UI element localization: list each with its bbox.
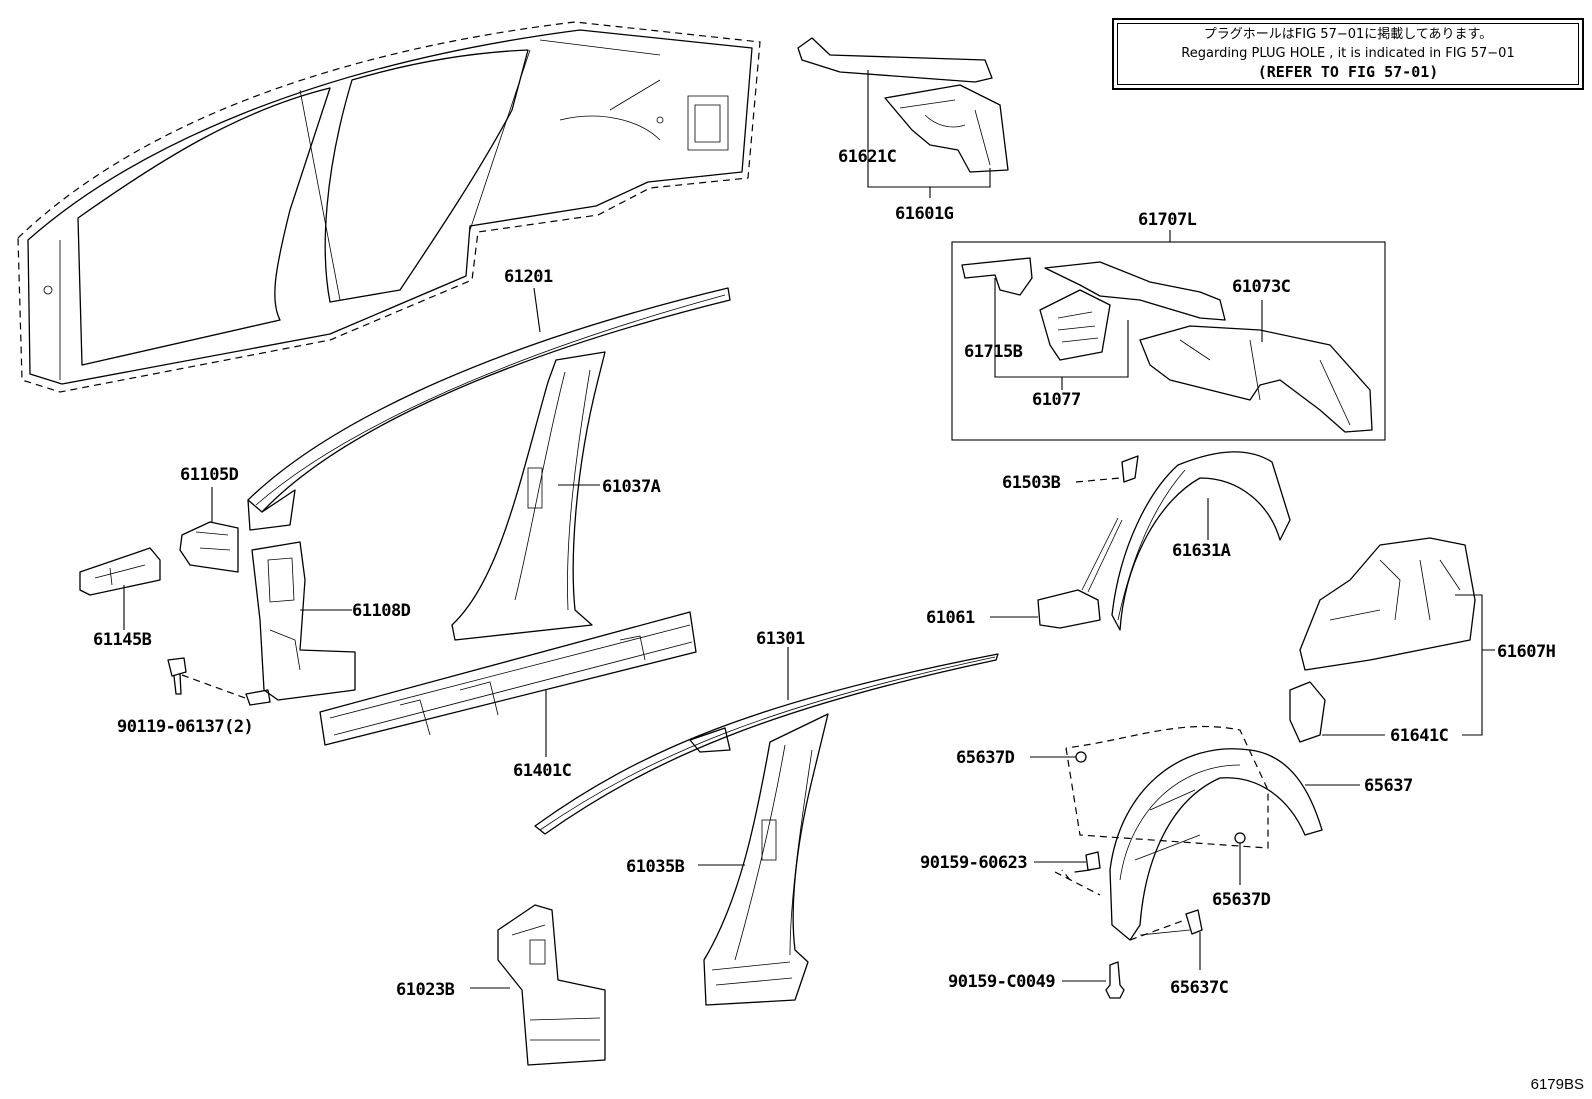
part-61631A-wheelhouse <box>1111 451 1291 631</box>
part-90159-60623-bolt <box>1034 851 1101 896</box>
part-61037A-pillar <box>451 351 606 641</box>
part-61035B-pillar <box>698 713 829 1006</box>
part-90159-C0049-bolt <box>1062 961 1125 999</box>
part-61503B <box>1075 455 1139 483</box>
part-90119-06137-bolt <box>167 657 271 706</box>
part-61023B <box>470 904 606 1066</box>
part-61601G-assembly <box>797 37 1009 198</box>
part-61301-roof-rail <box>534 647 999 835</box>
label-61631A: 61631A <box>1172 541 1231 561</box>
part-61108D <box>251 541 356 701</box>
note-line-refer: (REFER TO FIG 57-01) <box>1257 63 1439 81</box>
label-90159-60623: 90159-60623 <box>920 853 1027 873</box>
label-65637: 65637 <box>1364 776 1413 796</box>
label-61201: 61201 <box>504 267 553 287</box>
label-61077: 61077 <box>1032 390 1081 410</box>
part-61607H-assembly <box>1289 537 1495 743</box>
label-61145B: 61145B <box>93 630 152 650</box>
label-61301: 61301 <box>756 629 805 649</box>
label-61607H: 61607H <box>1497 642 1556 662</box>
part-61105D <box>179 487 239 573</box>
figure-id: 6179BS <box>1530 1076 1584 1093</box>
label-90159-C0049: 90159-C0049 <box>948 972 1055 992</box>
label-61401C: 61401C <box>513 761 571 781</box>
note-line-english: Regarding PLUG HOLE , it is indicated in… <box>1181 46 1515 61</box>
label-61707L: 61707L <box>1138 210 1197 230</box>
label-90119-06137: 90119-06137(2) <box>117 717 253 737</box>
part-61707L-box <box>951 230 1386 441</box>
label-61641C: 61641C <box>1390 726 1448 746</box>
label-61503B: 61503B <box>1002 473 1061 493</box>
part-61201-roof-side-rail <box>247 287 731 531</box>
label-61073C: 61073C <box>1232 277 1290 297</box>
reference-note-box: プラグホールはFIG 57−01に掲載してあります。 Regarding PLU… <box>1112 18 1584 90</box>
note-line-japanese: プラグホールはFIG 57−01に掲載してあります。 <box>1203 27 1493 42</box>
label-61035B: 61035B <box>626 857 685 877</box>
label-61037A: 61037A <box>602 477 661 497</box>
label-61108D: 61108D <box>352 601 411 621</box>
label-61601G: 61601G <box>895 204 954 224</box>
label-61105D: 61105D <box>180 465 239 485</box>
label-65637C: 65637C <box>1170 978 1228 998</box>
part-65637D-clip-top <box>1030 751 1087 763</box>
part-65637C <box>1129 909 1203 970</box>
label-61061: 61061 <box>926 608 975 628</box>
label-61715B: 61715B <box>964 342 1023 362</box>
part-61145B <box>79 547 161 630</box>
label-61621C: 61621C <box>838 147 896 167</box>
side-body-outer-panel <box>17 21 761 393</box>
part-65637D-clip-right <box>1234 832 1246 885</box>
label-65637D-right: 65637D <box>1212 890 1271 910</box>
part-65637-fender-liner <box>1065 725 1360 941</box>
part-61401C-rocker <box>319 611 697 757</box>
label-61023B: 61023B <box>396 980 455 1000</box>
part-61061 <box>990 517 1123 629</box>
label-65637D-top: 65637D <box>956 748 1015 768</box>
